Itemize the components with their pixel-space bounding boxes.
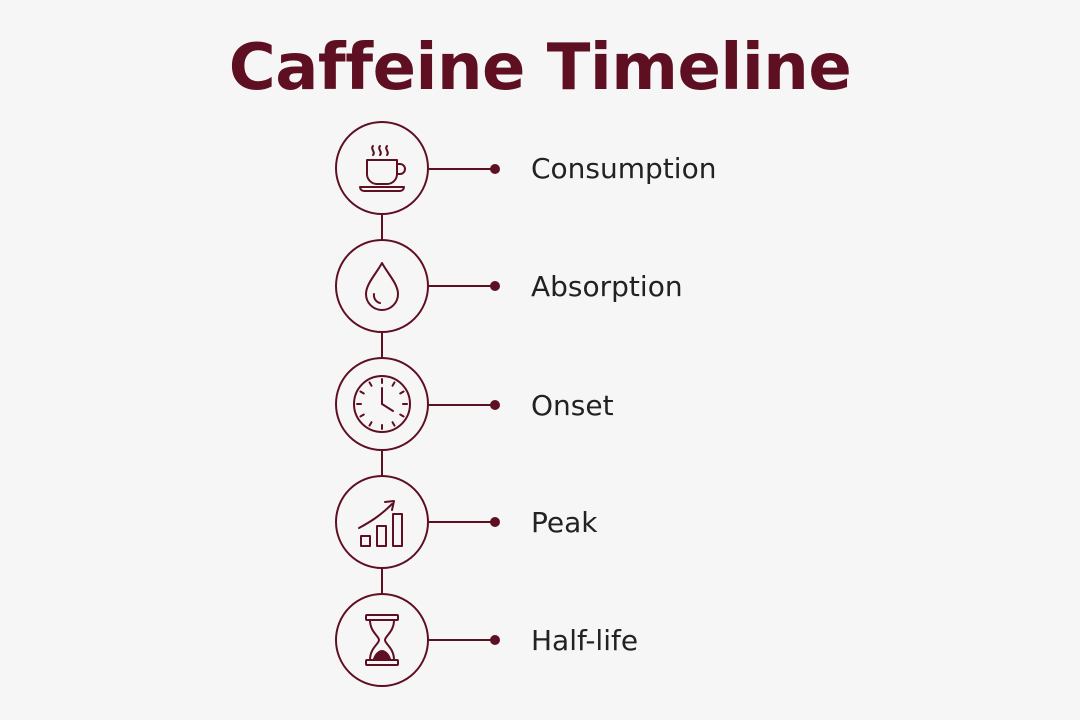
coffee-cup-icon [352, 138, 412, 198]
step-peak-label: Peak [531, 506, 598, 539]
step-connector [429, 168, 495, 170]
step-dot [490, 281, 500, 291]
timeline-spine [381, 214, 383, 240]
step-half-life-node [335, 593, 429, 687]
step-connector [429, 285, 495, 287]
step-onset-label: Onset [531, 389, 614, 422]
step-consumption-label: Consumption [531, 152, 717, 185]
rising-bar-chart-icon [352, 492, 412, 552]
step-dot [490, 400, 500, 410]
page-title: Caffeine Timeline [228, 31, 852, 105]
step-peak-node [335, 475, 429, 569]
timeline-spine [381, 450, 383, 476]
water-drop-icon [352, 256, 412, 316]
step-dot [490, 164, 500, 174]
timeline-spine [381, 332, 383, 358]
step-absorption-label: Absorption [531, 270, 683, 303]
step-dot [490, 517, 500, 527]
step-half-life-label: Half-life [531, 624, 639, 657]
clock-icon [351, 373, 413, 435]
step-dot [490, 635, 500, 645]
step-consumption-node [335, 121, 429, 215]
step-connector [429, 404, 495, 406]
step-absorption-node [335, 239, 429, 333]
step-onset-node [335, 357, 429, 451]
step-connector [429, 521, 495, 523]
timeline-spine [381, 568, 383, 594]
step-connector [429, 639, 495, 641]
hourglass-icon [352, 610, 412, 670]
